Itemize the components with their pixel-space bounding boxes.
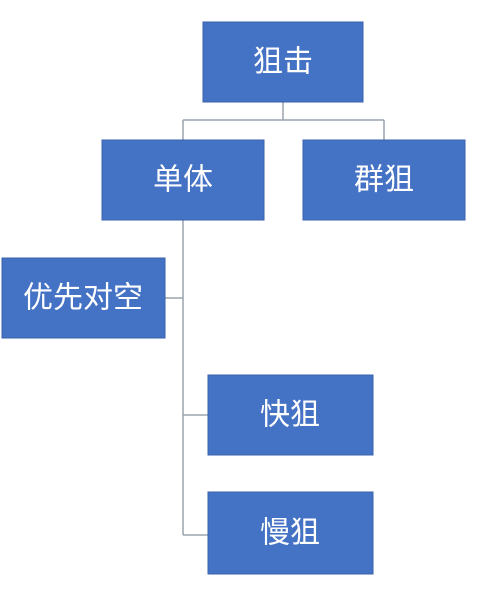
connector-root-children xyxy=(182,102,385,140)
node-single-label: 单体 xyxy=(153,163,213,198)
node-slow-box xyxy=(207,491,374,575)
node-fast-label: 快狙 xyxy=(260,398,320,433)
node-single: 单体 xyxy=(101,139,265,221)
connector-single-children xyxy=(165,220,208,536)
node-slow-label: 慢狙 xyxy=(260,516,320,551)
node-root: 狙击 xyxy=(202,21,364,103)
node-single-box xyxy=(101,139,265,221)
node-group-box xyxy=(302,139,466,221)
node-group-label: 群狙 xyxy=(354,163,414,198)
node-root-box xyxy=(202,21,364,103)
node-anti-air-label: 优先对空 xyxy=(23,281,143,316)
node-fast: 快狙 xyxy=(207,374,374,456)
node-fast-box xyxy=(207,374,374,456)
node-anti-air-box xyxy=(1,257,166,339)
node-group: 群狙 xyxy=(302,139,466,221)
node-root-label: 狙击 xyxy=(253,45,313,80)
node-anti-air: 优先对空 xyxy=(1,257,166,339)
node-slow: 慢狙 xyxy=(207,491,374,575)
connectors xyxy=(165,102,385,536)
